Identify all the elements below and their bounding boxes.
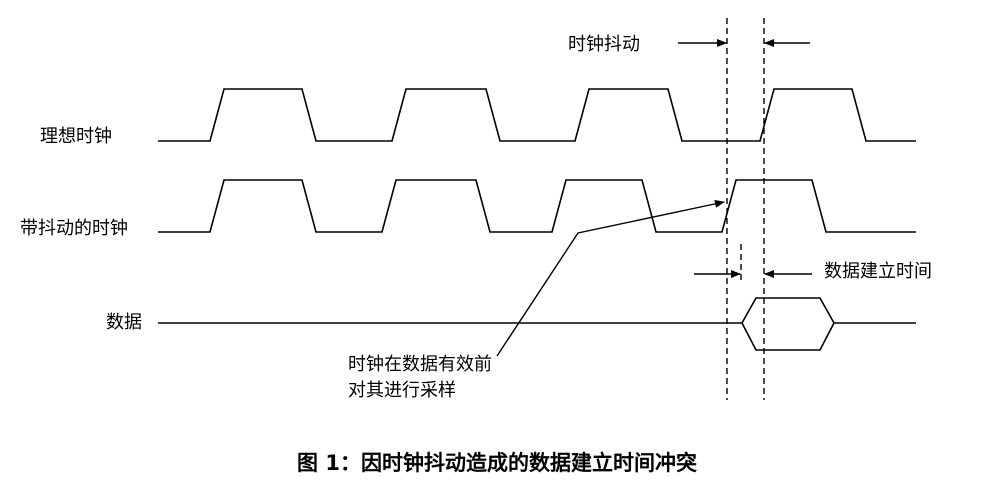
sampling-note-line1: 时钟在数据有效前 xyxy=(348,354,492,375)
jittered-clock-waveform xyxy=(158,179,916,233)
setup-time-label: 数据建立时间 xyxy=(824,261,932,282)
sampling-note-line2: 对其进行采样 xyxy=(348,380,456,401)
data-waveform xyxy=(158,297,916,324)
data-label: 数据 xyxy=(106,312,142,333)
ideal-clock-waveform xyxy=(158,88,916,142)
jittered-clock-label: 带抖动的时钟 xyxy=(20,218,128,239)
ideal-clock-label: 理想时钟 xyxy=(40,126,112,147)
figure-caption: 图 1：因时钟抖动造成的数据建立时间冲突 xyxy=(297,451,697,475)
clock-jitter-label: 时钟抖动 xyxy=(568,34,640,55)
data-valid-window-bottom xyxy=(741,322,835,351)
sampling-note-pointer xyxy=(496,199,725,357)
